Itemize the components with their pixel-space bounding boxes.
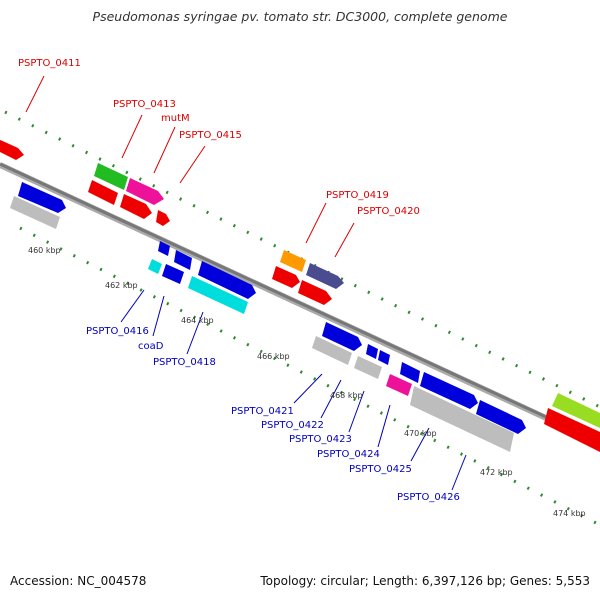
reverse-genes	[10, 182, 526, 452]
gene-pspto-0419b[interactable]	[272, 266, 300, 288]
scale-label-468: 468 kbp	[330, 391, 363, 400]
scale-label-466: 466 kbp	[257, 352, 290, 361]
scale-label-460: 460 kbp	[28, 246, 61, 255]
gene-coad[interactable]	[162, 264, 184, 284]
gene-right-green[interactable]	[552, 393, 600, 428]
gene-reverse-mid[interactable]	[198, 261, 256, 299]
gene-mutm[interactable]	[126, 178, 164, 205]
reverse-leaders	[120, 289, 467, 491]
gene-pspto-0420b[interactable]	[298, 280, 332, 305]
genome-backbone	[0, 162, 600, 444]
label-pspto-0411[interactable]: PSPTO_0411	[18, 58, 81, 69]
label-pspto-0424[interactable]: PSPTO_0424	[317, 449, 380, 460]
scale-label-472: 472 kbp	[480, 468, 513, 477]
label-pspto-0423[interactable]: PSPTO_0423	[289, 434, 352, 445]
label-pspto-0422[interactable]: PSPTO_0422	[261, 420, 324, 431]
gene-pspto-0423[interactable]	[400, 362, 420, 383]
label-pspto-0418[interactable]: PSPTO_0418	[153, 357, 216, 368]
gene-small-forward[interactable]	[156, 210, 170, 226]
gene-small-blue[interactable]	[174, 250, 192, 270]
gene-pspto-0426[interactable]	[410, 386, 514, 452]
gene-pspto-0420[interactable]	[306, 263, 344, 289]
gene-reverse-left-grey[interactable]	[10, 196, 60, 229]
forward-leaders	[25, 75, 355, 258]
gene-pspto-0421[interactable]	[312, 336, 352, 365]
gene-pspto-0424-blue[interactable]	[420, 372, 478, 409]
gene-pspto-0418[interactable]	[188, 276, 248, 314]
gene-pspto-0411[interactable]	[0, 139, 24, 160]
gene-reverse-left[interactable]	[18, 182, 66, 213]
gene-pspto-0415[interactable]	[120, 194, 152, 219]
gene-pspto-0422[interactable]	[354, 356, 382, 379]
forward-genes	[0, 139, 600, 452]
label-pspto-0415[interactable]: PSPTO_0415	[179, 130, 242, 141]
scale-label-462: 462 kbp	[105, 281, 138, 290]
gene-pspto-0413[interactable]	[88, 180, 118, 205]
label-coad[interactable]: coaD	[138, 341, 164, 352]
gene-pspto-0419[interactable]	[280, 250, 306, 272]
scale-label-470: 470 kbp	[404, 429, 437, 438]
gene-pspto-0413-rna[interactable]	[94, 163, 128, 190]
gene-reverse-0421a[interactable]	[322, 322, 362, 351]
label-pspto-0425[interactable]: PSPTO_0425	[349, 464, 412, 475]
genome-summary-text: Topology: circular; Length: 6,397,126 bp…	[260, 574, 590, 588]
label-pspto-0421[interactable]: PSPTO_0421	[231, 406, 294, 417]
label-pspto-0416[interactable]: PSPTO_0416	[86, 326, 149, 337]
label-pspto-0426[interactable]: PSPTO_0426	[397, 492, 460, 503]
label-pspto-0413[interactable]: PSPTO_0413	[113, 99, 176, 110]
gene-pspto-0416[interactable]	[148, 259, 162, 274]
gene-small-0423[interactable]	[378, 350, 390, 365]
gene-pspto-0425-blue[interactable]	[476, 400, 526, 434]
scale-label-474: 474 kbp	[553, 509, 586, 518]
label-pspto-0420[interactable]: PSPTO_0420	[357, 206, 420, 217]
gene-tiny-blue[interactable]	[158, 241, 170, 256]
label-pspto-0419[interactable]: PSPTO_0419	[326, 190, 389, 201]
accession-text: Accession: NC_004578	[10, 574, 147, 588]
label-mutm[interactable]: mutM	[161, 113, 190, 124]
gene-small-0422[interactable]	[366, 344, 378, 359]
gene-pspto-0424[interactable]	[386, 374, 412, 396]
map-title: Pseudomonas syringae pv. tomato str. DC3…	[92, 9, 508, 24]
gene-right-red[interactable]	[544, 408, 600, 452]
scale-label-464: 464 kbp	[181, 316, 214, 325]
